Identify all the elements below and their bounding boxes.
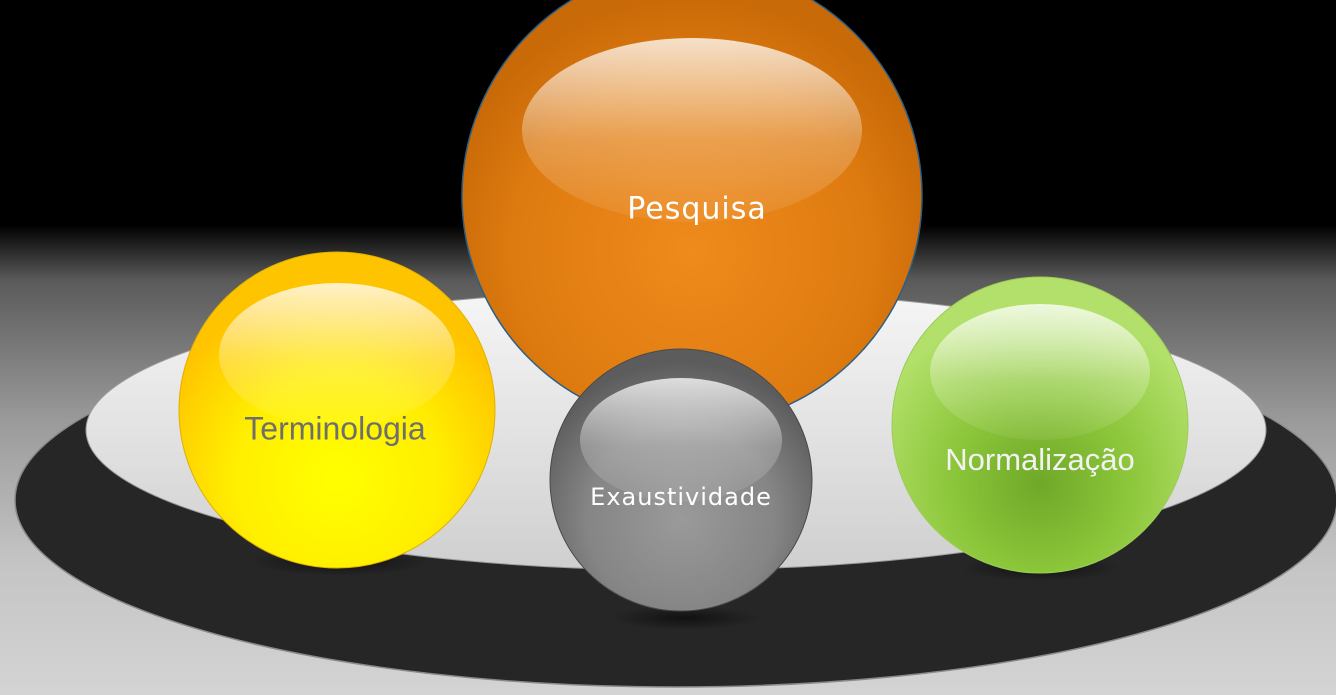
- node-terminologia: [178, 251, 496, 569]
- node-normalizacao: [891, 276, 1189, 574]
- highlight-pesquisa: [522, 38, 862, 222]
- node-pesquisa: [461, 0, 923, 427]
- node-exaustividade: [549, 348, 813, 612]
- highlight-terminologia: [219, 283, 455, 427]
- highlight-normalizacao: [930, 304, 1150, 440]
- highlight-exaustividade: [580, 378, 782, 502]
